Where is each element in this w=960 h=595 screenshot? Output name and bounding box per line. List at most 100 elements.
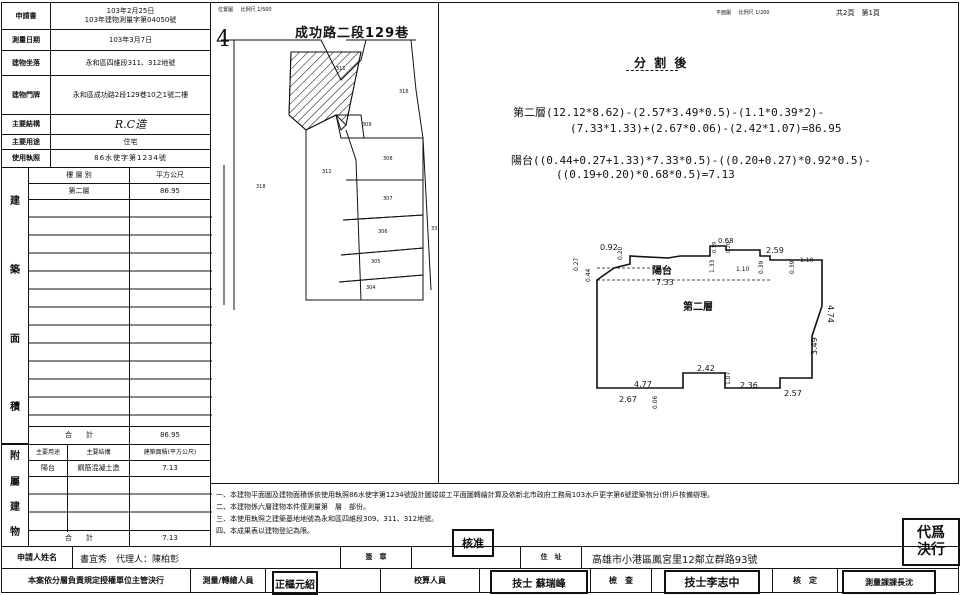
- location-map-scale: 比例尺 1/500: [240, 7, 272, 13]
- address-value: 高雄市小港區鳳宮里12鄰立群路93號: [592, 555, 758, 566]
- dimension-label: 1.33: [709, 259, 716, 273]
- parcel-label: 304: [366, 285, 376, 291]
- floor-plan-header-left: 平面圖 比例尺 1/200: [716, 9, 770, 16]
- building-area-section-label: 建 築 面 積: [1, 167, 29, 444]
- area-header: 平方公尺: [129, 167, 211, 184]
- layer-header: 樓 層 別: [28, 167, 130, 184]
- floor-plan-title: 分 割 後: [634, 56, 689, 70]
- responsibility-text: 本案依分層負責規定授權單位主管決行: [1, 568, 191, 593]
- formula-balcony-line1: 陽台((0.44+0.27+1.33)*7.33*0.5)-((0.20+0.2…: [511, 154, 871, 167]
- section-char: 面: [10, 333, 20, 345]
- room-label-main: 第二層: [683, 300, 713, 313]
- dimension-label: 0.20: [617, 246, 624, 260]
- room-label-balcony: 陽台: [652, 264, 672, 277]
- survey-date-label: 測量日期: [1, 29, 51, 51]
- floor-plan-drawing: 第二層 陽台 0.92 0.20 0.27 0.44 0.68 0.19 0.2…: [573, 237, 835, 409]
- dimension-label: 1.07: [725, 371, 732, 385]
- note-line: 二、本建物係六層建物本件僅測量第 層 部份。: [216, 503, 370, 511]
- section-char: 積: [10, 402, 20, 414]
- aux-area-header: 建築面積(平方公尺): [129, 444, 211, 461]
- notes-block: 一、本建物平面圖及建物面積係依使用執照86水使字第1234號設計圖竣竣工平面圖轉…: [216, 489, 714, 537]
- main-total-value: 86.95: [129, 426, 211, 445]
- dimension-label: 0.68: [718, 237, 734, 245]
- road-name: 成功路二段129巷: [295, 26, 410, 41]
- applicant-label: 申請人姓名: [1, 546, 73, 569]
- section-char: 物: [10, 527, 20, 539]
- floor-plan-scale: 比例尺 1/200: [738, 10, 770, 16]
- aux-row-use: 陽台: [28, 460, 68, 477]
- dimension-label: 0.44: [585, 268, 592, 282]
- main-total-label: 合 計: [28, 426, 130, 445]
- parcel-label: 308: [383, 156, 393, 162]
- location-map-header: 位置圖 比例尺 1/500: [218, 6, 272, 13]
- aux-section-label: 附 屬 建 物: [1, 444, 29, 547]
- parcel-label: 311: [336, 66, 346, 72]
- formula-main-line1: 第二層(12.12*8.62)-(2.57*3.49*0.5)-(1.1*0.3…: [513, 106, 825, 119]
- house-number-value: 永和區成功路2段129巷10之1號二樓: [50, 75, 211, 115]
- table-row-area: 86.95: [129, 183, 211, 200]
- location-map-title: 位置圖: [218, 7, 234, 13]
- dimension-label: 0.39: [758, 260, 765, 274]
- applicant-value: 書宜秀 代理人：陳柏彰: [80, 555, 180, 565]
- note-line: 一、本建物平面圖及建物面積係依使用執照86水使字第1234號設計圖竣竣工平面圖轉…: [216, 491, 714, 499]
- dimension-label: 2.59: [766, 246, 784, 255]
- floor-plan-panel: [438, 2, 959, 484]
- main-use-value: 住宅: [50, 134, 211, 150]
- aux-empty-rows: [28, 476, 212, 532]
- dimension-label: 2.67: [619, 395, 637, 404]
- dimension-label: 2.36: [740, 381, 758, 390]
- survey-date-value: 103年3月7日: [50, 29, 211, 51]
- surveyor-stamp: 技士 蘇瑞峰: [490, 570, 588, 594]
- note-line: 四、本成果表以建物登記為限。: [216, 527, 314, 535]
- aux-use-header: 主要用途: [28, 444, 68, 461]
- parcel-label: 309: [362, 122, 372, 128]
- dimension-label: 7.33: [656, 278, 674, 287]
- section-char: 建: [10, 196, 20, 208]
- building-location-value: 永和區四維段311、312地號: [50, 50, 211, 76]
- dimension-label: 2.57: [784, 389, 802, 398]
- parcel-label: 307: [383, 196, 393, 202]
- main-structure-value: R.C造: [50, 114, 211, 135]
- building-location-label: 建物坐落: [1, 50, 51, 76]
- parcel-label: 33: [431, 226, 437, 232]
- aux-total-value: 7.13: [129, 530, 211, 547]
- location-map-drawing: 311 316 309 312 308 307 306 305 304 318 …: [221, 39, 437, 310]
- address-label: 住 址: [520, 546, 582, 569]
- dimension-label: 0.06: [652, 395, 659, 409]
- checker-stamp: 技士李志中: [664, 570, 760, 594]
- formula-balcony-line2: ((0.19+0.20)*0.68*0.5)=7.13: [556, 168, 735, 181]
- section-char: 築: [10, 264, 20, 276]
- title-underline: [626, 70, 678, 71]
- application-value: 103年2月25日 103年建物測量字第04050號: [50, 2, 211, 30]
- table-row-layer: 第二層: [28, 183, 130, 200]
- verify-label: 核 定: [772, 568, 838, 593]
- dimension-label: 0.39: [789, 260, 796, 274]
- application-number: 103年建物測量字第04050號: [84, 16, 177, 24]
- dimension-label: 0.27: [573, 257, 580, 271]
- dimension-label: 2.42: [697, 364, 715, 373]
- aux-row-structure: 鋼筋混凝土造: [67, 460, 130, 477]
- aux-row-area: 7.13: [129, 460, 211, 477]
- dimension-label: 0.20: [726, 242, 732, 253]
- dimension-label: 4.77: [634, 380, 652, 389]
- application-label: 申請書: [1, 2, 51, 30]
- parcel-label: 316: [399, 89, 409, 95]
- stamp-line: 代爲: [917, 525, 945, 541]
- sign-label: 簽 章: [340, 546, 412, 569]
- main-structure-label: 主要結構: [1, 114, 51, 135]
- section-char: 附: [10, 451, 20, 463]
- parcel-label: 305: [371, 259, 381, 265]
- dimension-label: 1.10: [800, 257, 814, 264]
- main-use-label: 主要用途: [1, 134, 51, 150]
- parcel-label: 312: [322, 169, 332, 175]
- empty-table-rows: [28, 199, 212, 427]
- aux-total-label: 合 計: [28, 530, 130, 547]
- application-date: 103年2月25日: [106, 7, 155, 16]
- dimension-label: 1.10: [736, 266, 750, 273]
- section-char: 建: [10, 501, 20, 513]
- check-label: 檢 查: [590, 568, 652, 593]
- dimension-label: 3.49: [810, 337, 819, 355]
- note-line: 三、本使用執照之建築基地地號為永和區四維段309、311、312地號。: [216, 515, 439, 523]
- use-permit-value: 86水使字第1234號: [50, 149, 211, 168]
